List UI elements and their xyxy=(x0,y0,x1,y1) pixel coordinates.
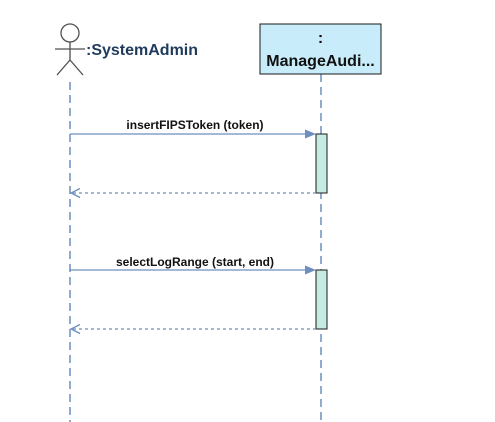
message-label: insertFIPSToken (token) xyxy=(126,118,263,132)
object-colon: : xyxy=(318,30,323,47)
open-arrowhead-icon xyxy=(69,187,81,199)
arrowhead-icon xyxy=(305,129,316,139)
message-label: selectLogRange (start, end) xyxy=(116,255,274,269)
actor-label: :SystemAdmin xyxy=(86,42,198,59)
activation-bar xyxy=(315,133,328,194)
object-box xyxy=(259,23,382,75)
activation-bar xyxy=(315,269,328,330)
object-name: ManageAudi... xyxy=(266,53,374,70)
actor-icon xyxy=(55,23,85,76)
arrowhead-icon xyxy=(305,265,316,275)
open-arrowhead-icon xyxy=(69,323,81,335)
